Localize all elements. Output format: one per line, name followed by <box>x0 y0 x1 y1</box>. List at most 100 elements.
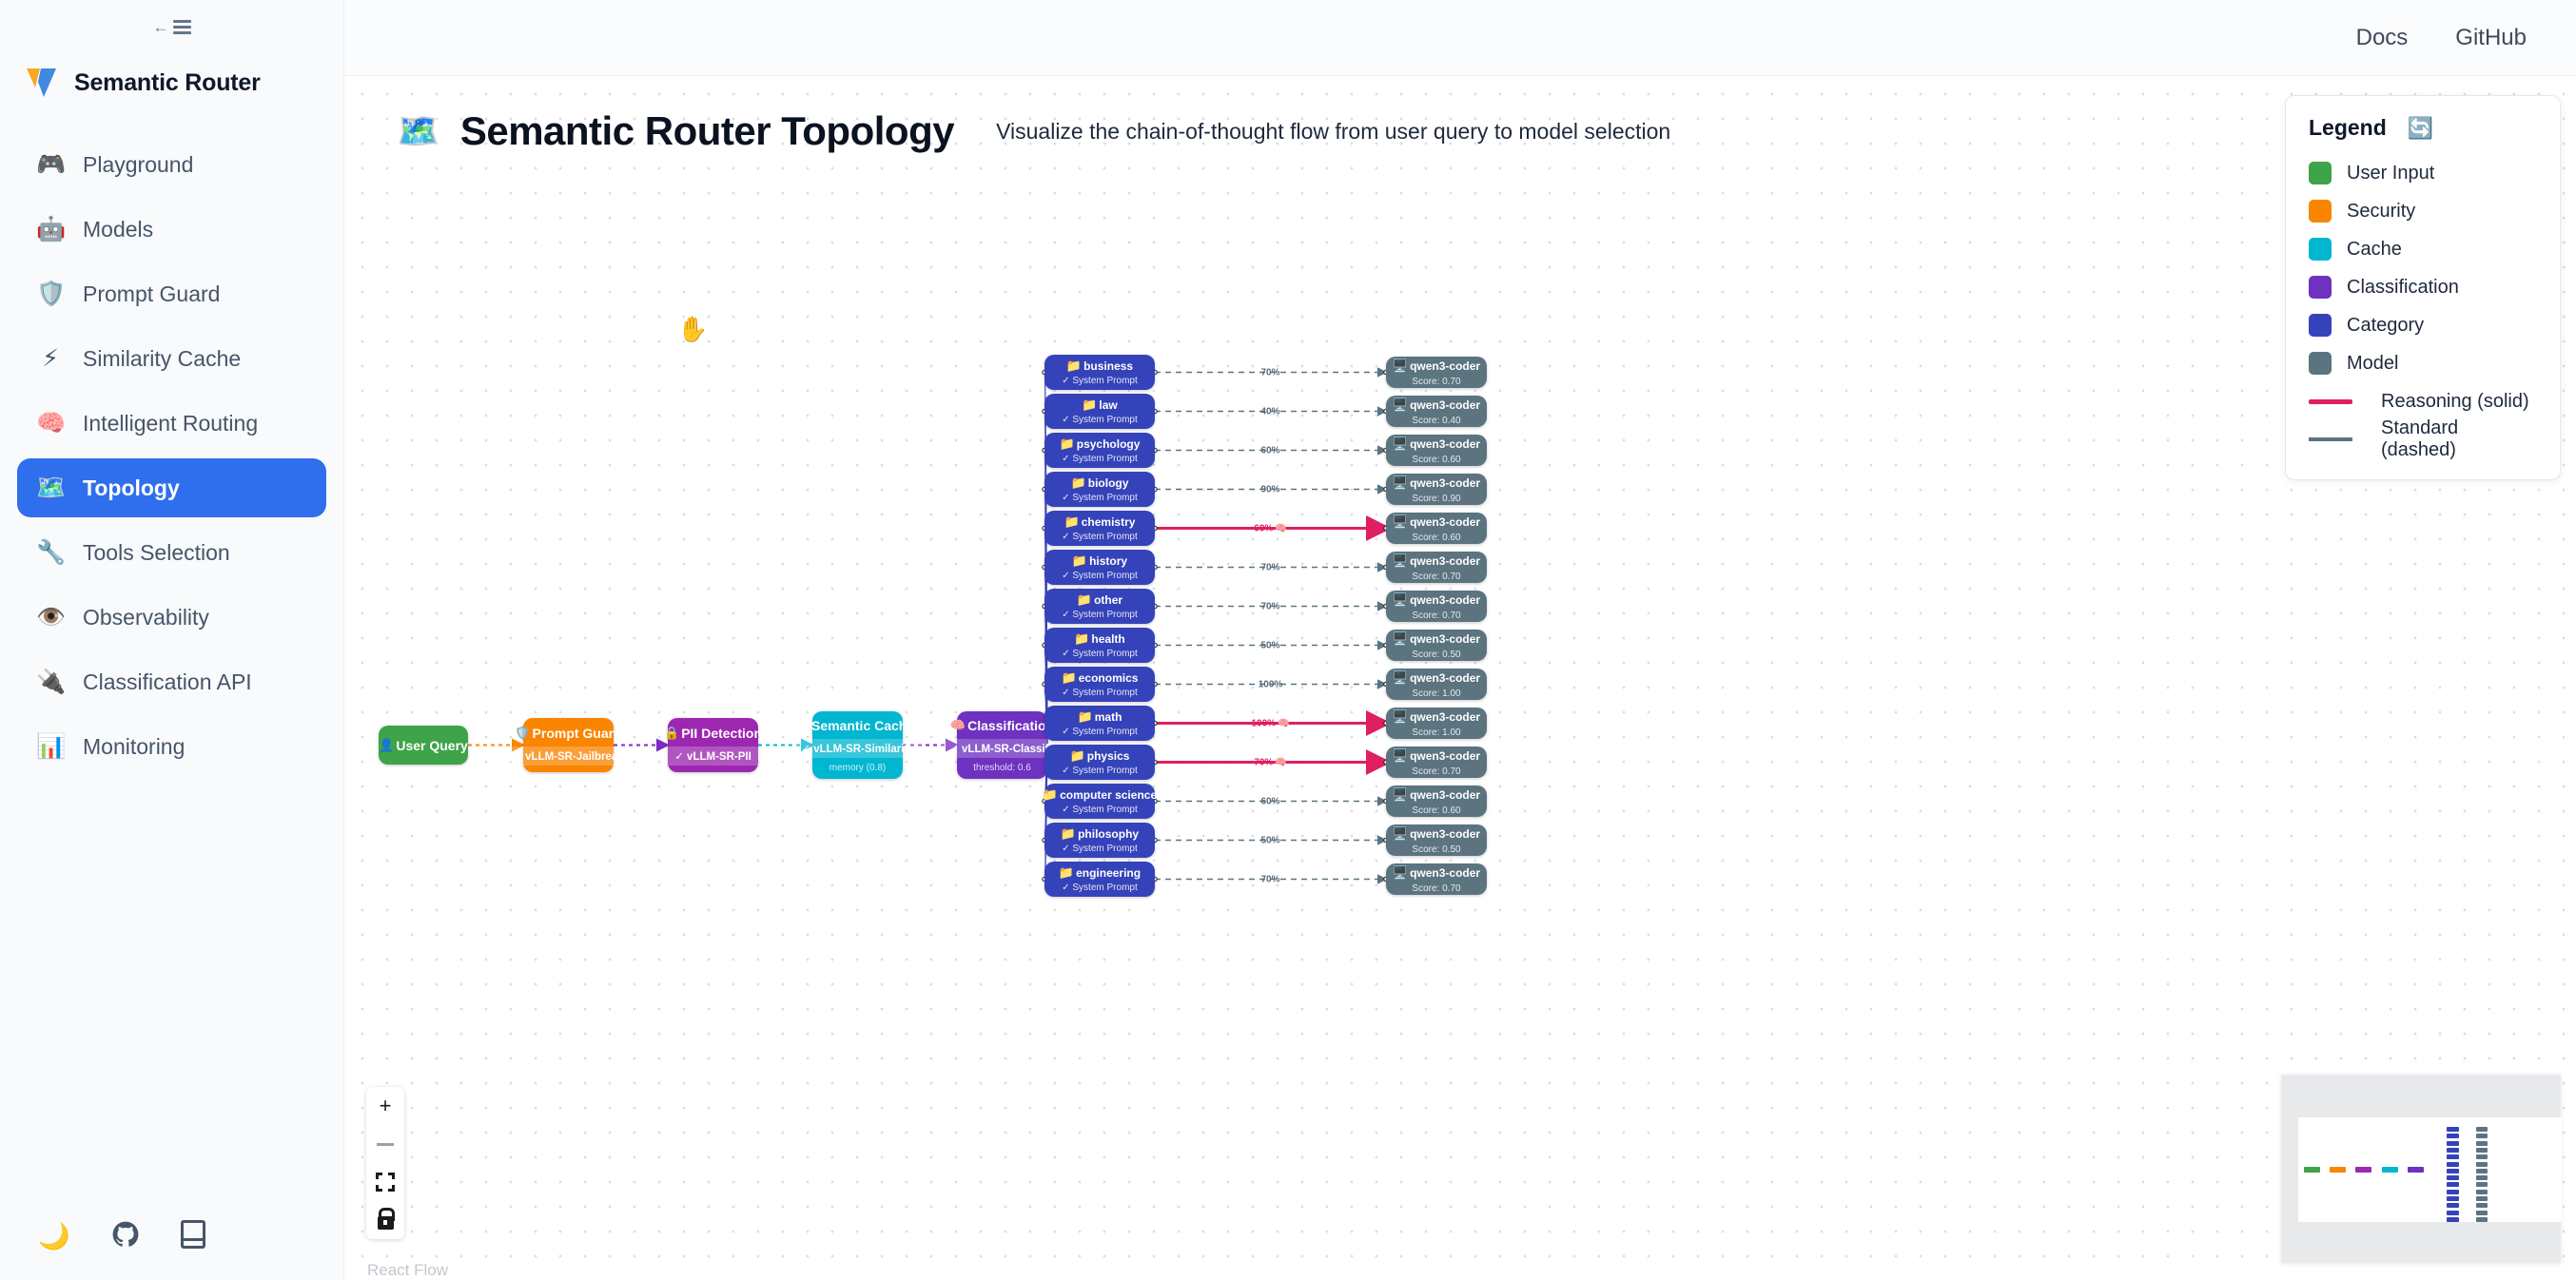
sidebar-item-monitoring[interactable]: 📊Monitoring <box>17 717 326 776</box>
node-title: 🛡️Prompt Guard <box>515 725 622 741</box>
minimap[interactable] <box>2281 1075 2562 1263</box>
folder-icon: 📁 <box>1060 826 1077 841</box>
edge-label-biology: 90% <box>1260 484 1280 495</box>
model-title: 🖥️qwen3-coder <box>1392 630 1481 646</box>
node-category-economics[interactable]: 📁economics✓ System Prompt <box>1044 667 1155 702</box>
sidebar-icon: 🔌 <box>36 668 67 695</box>
sidebar-collapse-button[interactable]: ← <box>146 15 199 39</box>
node-category-biology[interactable]: 📁biology✓ System Prompt <box>1044 472 1155 507</box>
node-prompt-guard[interactable]: 🛡️Prompt Guard ✓ vLLM-SR-Jailbreak <box>503 718 634 772</box>
sidebar-item-observability[interactable]: 👁️Observability <box>17 588 326 647</box>
node-category-law[interactable]: 📁law✓ System Prompt <box>1044 394 1155 429</box>
node-category-physics[interactable]: 📁physics✓ System Prompt <box>1044 745 1155 780</box>
sidebar-item-models[interactable]: 🤖Models <box>17 200 326 259</box>
sidebar-item-similarity-cache[interactable]: ⚡Similarity Cache <box>17 329 326 388</box>
computer-icon: 🖥️ <box>1392 514 1409 529</box>
node-category-philosophy[interactable]: 📁philosophy✓ System Prompt <box>1044 823 1155 858</box>
minimap-node <box>2476 1147 2488 1153</box>
node-category-chemistry[interactable]: 📁chemistry✓ System Prompt <box>1044 511 1155 546</box>
minimap-node <box>2447 1140 2459 1146</box>
refresh-icon[interactable]: 🔄 <box>2407 115 2434 140</box>
node-category-psychology[interactable]: 📁psychology✓ System Prompt <box>1044 433 1155 468</box>
edge-label-computer-science: 60% <box>1260 796 1280 806</box>
sidebar-item-prompt-guard[interactable]: 🛡️Prompt Guard <box>17 264 326 323</box>
fit-view-icon <box>376 1173 395 1192</box>
zoom-in-button[interactable]: + <box>366 1087 404 1125</box>
node-emoji-icon: 🛡️ <box>515 725 531 740</box>
node-category-computer-science[interactable]: 📁computer science✓ System Prompt <box>1043 784 1157 819</box>
computer-icon: 🖥️ <box>1392 553 1409 568</box>
model-title: 🖥️qwen3-coder <box>1392 825 1481 841</box>
book-icon[interactable] <box>180 1219 205 1253</box>
model-score: Score: 0.60 <box>1412 532 1461 543</box>
sidebar-icon: 🗺️ <box>36 474 67 501</box>
node-category-other[interactable]: 📁other✓ System Prompt <box>1044 589 1155 624</box>
fit-view-button[interactable] <box>366 1163 404 1201</box>
node-model-chip: ✓ vLLM-SR-Jailbreak <box>503 746 634 766</box>
sidebar-icon: 🛡️ <box>36 280 67 307</box>
computer-icon: 🖥️ <box>1392 747 1409 763</box>
node-pii-detection[interactable]: 🔒PII Detection✓ vLLM-SR-PII <box>664 718 762 772</box>
lock-icon <box>377 1207 395 1230</box>
legend-swatch <box>2309 352 2332 375</box>
category-title: 📁biology <box>1070 475 1129 490</box>
lock-button[interactable] <box>366 1201 404 1239</box>
minimap-node <box>2408 1167 2424 1173</box>
edge-label-health: 50% <box>1260 640 1280 650</box>
docs-link[interactable]: Docs <box>2355 24 2409 50</box>
node-category-engineering[interactable]: 📁engineering✓ System Prompt <box>1044 862 1155 897</box>
node-user-query[interactable]: 👤User Query <box>379 726 468 765</box>
node-title: 👤User Query <box>379 737 468 753</box>
node-category-health[interactable]: 📁health✓ System Prompt <box>1044 628 1155 663</box>
model-score: Score: 0.90 <box>1412 493 1461 504</box>
node-category-math[interactable]: 📁math✓ System Prompt <box>1044 706 1155 741</box>
legend-item-cache: Cache <box>2309 230 2537 268</box>
category-system-prompt: ✓ System Prompt <box>1062 532 1138 542</box>
model-score: Score: 0.70 <box>1412 766 1461 777</box>
sidebar-item-topology[interactable]: 🗺️Topology <box>17 458 326 517</box>
react-flow-attribution[interactable]: React Flow <box>367 1261 449 1279</box>
computer-icon: 🖥️ <box>1392 708 1409 724</box>
node-category-history[interactable]: 📁history✓ System Prompt <box>1044 550 1155 585</box>
hand-cursor-icon: ✋ <box>677 315 709 343</box>
sidebar-item-tools-selection[interactable]: 🔧Tools Selection <box>17 523 326 582</box>
folder-icon: 📁 <box>1070 475 1086 490</box>
github-link[interactable]: GitHub <box>2455 24 2527 50</box>
zoom-out-button[interactable] <box>366 1125 404 1163</box>
sidebar-item-playground[interactable]: 🎮Playground <box>17 135 326 194</box>
brain-icon: 🧠 <box>1278 718 1290 728</box>
moon-icon[interactable]: 🌙 <box>38 1221 70 1251</box>
edge-label-business: 70% <box>1260 367 1280 378</box>
collapse-arrow-icon: ← <box>152 17 169 36</box>
minimap-node <box>2447 1182 2459 1188</box>
category-system-prompt: ✓ System Prompt <box>1062 727 1138 737</box>
category-title: 📁physics <box>1069 748 1130 763</box>
brand[interactable]: Semantic Router <box>0 53 343 112</box>
sidebar-item-classification-api[interactable]: 🔌Classification API <box>17 652 326 711</box>
github-icon[interactable] <box>112 1221 139 1252</box>
node-category-business[interactable]: 📁business✓ System Prompt <box>1044 355 1155 390</box>
minimap-viewport[interactable] <box>2298 1117 2562 1222</box>
sidebar-item-intelligent-routing[interactable]: 🧠Intelligent Routing <box>17 394 326 453</box>
topology-canvas[interactable]: 🗺️ Semantic Router Topology Visualize th… <box>344 76 2576 1280</box>
category-system-prompt: ✓ System Prompt <box>1062 376 1138 386</box>
category-system-prompt: ✓ System Prompt <box>1062 454 1138 464</box>
model-title: 🖥️qwen3-coder <box>1392 708 1481 724</box>
minimap-node <box>2447 1147 2459 1153</box>
